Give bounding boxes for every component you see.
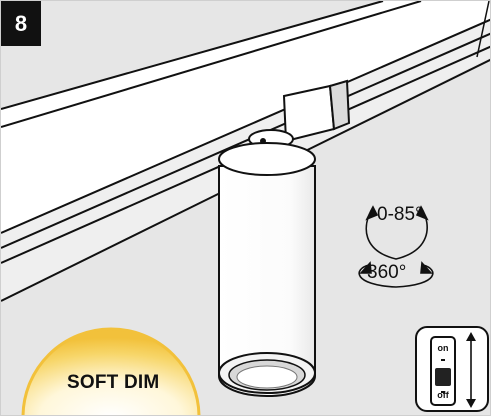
step-number-badge: 8 (1, 1, 41, 46)
switch-off-label: off (437, 390, 449, 400)
switch-tick-top (441, 359, 445, 361)
tilt-angle-label: 0-85° (377, 204, 423, 225)
track-adapter (282, 79, 351, 143)
up-down-arrow-icon (466, 332, 476, 408)
rotation-angle-label: 360° (367, 262, 407, 283)
soft-dim-glow-icon (21, 327, 201, 415)
switch-tick-bottom (441, 391, 445, 393)
track-rail-top (1, 1, 490, 233)
tilt-arrow (365, 205, 429, 260)
spotlight-cylinder (218, 142, 316, 397)
dimmer-switch-icon: on off (415, 326, 489, 412)
switch-knob (435, 368, 451, 386)
switch-body: on off (430, 336, 456, 406)
soft-dim-label: SOFT DIM (67, 372, 160, 393)
switch-on-label: on (437, 343, 449, 353)
rotate-arrow (358, 261, 434, 288)
